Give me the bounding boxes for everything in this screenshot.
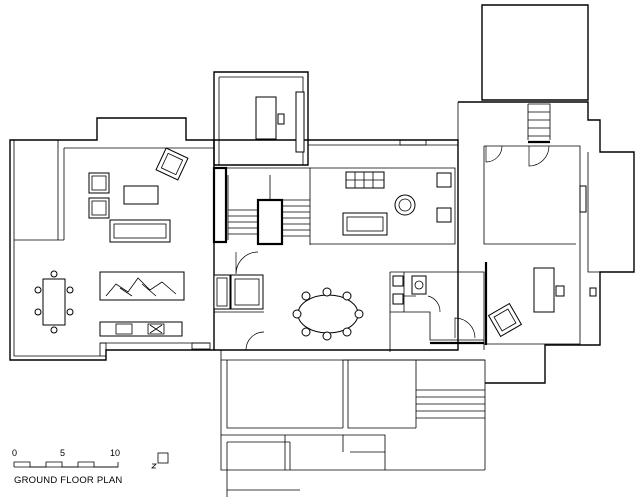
windows [99, 139, 427, 357]
exterior-walls [9, 4, 635, 384]
south-terraces [214, 349, 486, 497]
study-furniture [255, 91, 305, 153]
kitchen-fittings [213, 274, 427, 313]
library-furniture [342, 171, 452, 236]
scale-label-0: 0 [12, 448, 18, 458]
scale-bar [13, 461, 119, 468]
main-stair [212, 166, 310, 246]
scale-label-10: 10 [110, 448, 121, 458]
scale-label-5: 5 [60, 448, 66, 458]
tower-stair [527, 103, 551, 144]
dining-left-furniture [34, 270, 185, 337]
plan-title: GROUND FLOOR PLAN [14, 475, 123, 486]
dining-room-furniture [292, 287, 364, 341]
right-wing-furniture [487, 185, 597, 338]
living-room-furniture [88, 147, 189, 243]
north-arrow-icon [151, 452, 169, 469]
door-swings [235, 145, 550, 351]
